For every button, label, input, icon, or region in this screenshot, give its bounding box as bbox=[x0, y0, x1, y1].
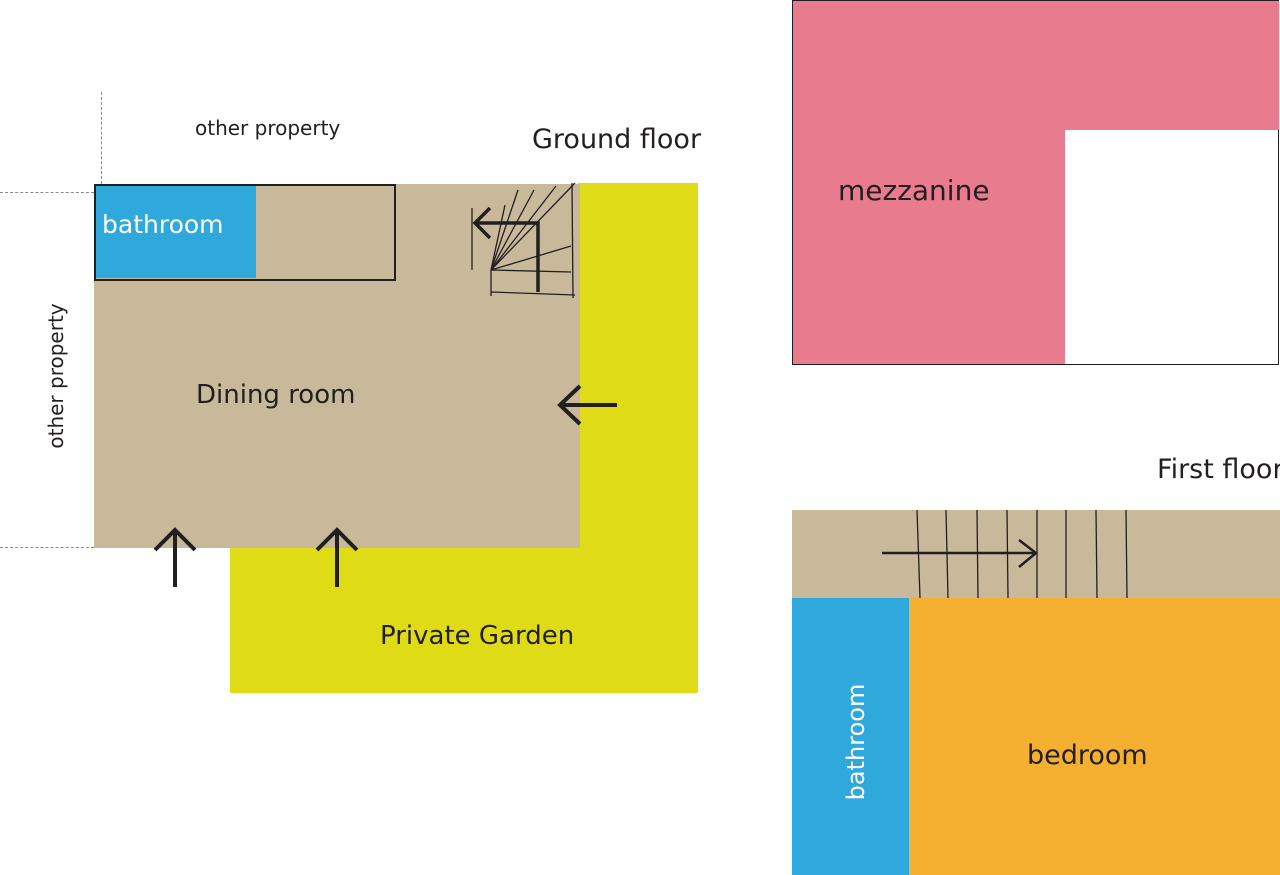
first-floor-arrow-right-icon bbox=[882, 539, 1039, 568]
ground-bathroom-area bbox=[95, 185, 256, 278]
entry-arrow-up-icon bbox=[153, 527, 197, 587]
bedroom-label: bedroom bbox=[1027, 740, 1148, 771]
entry-arrow-up-icon-2 bbox=[315, 527, 359, 587]
bathroom-block-outline bbox=[94, 184, 396, 281]
neighbor-top-label: other property bbox=[195, 116, 341, 140]
first-floor-title: First floor bbox=[1157, 454, 1280, 485]
stair-direction-arrow-icon bbox=[472, 206, 540, 292]
property-boundary-bottom bbox=[0, 547, 94, 548]
garden-bottom-strip bbox=[230, 546, 698, 693]
property-boundary-vertical bbox=[101, 92, 102, 184]
property-boundary-top bbox=[0, 192, 94, 193]
stairs-icon bbox=[471, 182, 576, 299]
ground-floor-title: Ground floor bbox=[532, 124, 702, 155]
mezzanine-top-area bbox=[793, 1, 1279, 130]
garden-label: Private Garden bbox=[380, 621, 575, 651]
bedroom-area bbox=[909, 598, 1280, 875]
mezzanine-label: mezzanine bbox=[838, 174, 990, 207]
mezzanine-left-area bbox=[793, 129, 1065, 364]
garden-entry-arrow-left-icon bbox=[557, 384, 617, 426]
first-bathroom-area bbox=[792, 598, 909, 875]
ground-bathroom-label: bathroom bbox=[102, 210, 224, 239]
dining-room-label: Dining room bbox=[196, 380, 356, 410]
